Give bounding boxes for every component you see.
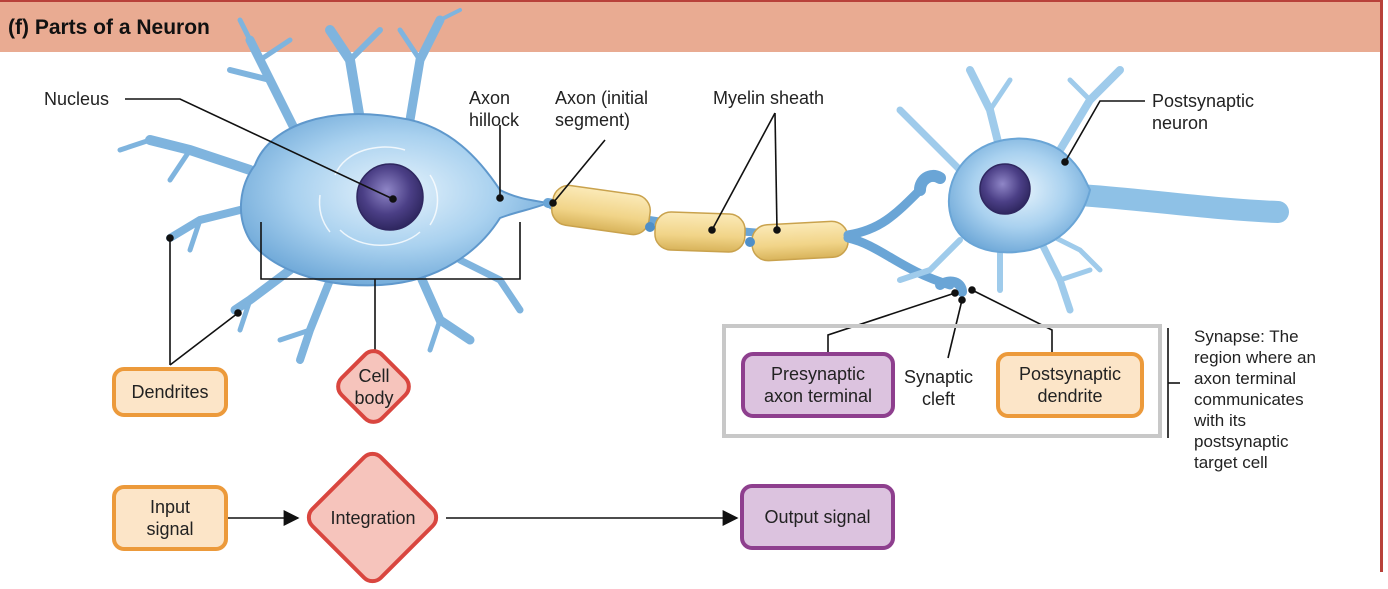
- postsynaptic-dendrites: [896, 66, 1124, 314]
- synapse-definition-note: Synapse: The region where an axon termin…: [1194, 327, 1316, 472]
- cell-body-label: Cell body: [354, 366, 394, 408]
- leader-lines: [125, 98, 1180, 438]
- postsynaptic-nucleus: [979, 163, 1031, 215]
- axon-initial-segment-label: Axon (initial segment): [555, 88, 649, 130]
- output-signal-box: Output signal: [740, 484, 895, 550]
- figure-title: (f) Parts of a Neuron: [8, 16, 210, 39]
- dendrites-box: Dendrites: [112, 367, 228, 417]
- presynaptic-axon-terminal-box: Presynaptic axon terminal: [741, 352, 895, 418]
- postsynaptic-neuron-label: Postsynaptic neuron: [1152, 91, 1255, 133]
- axon-terminals: [843, 169, 967, 297]
- right-frame-rule: [1380, 52, 1383, 572]
- postsynaptic-dendrite-box: Postsynaptic dendrite: [996, 352, 1144, 418]
- axon-hillock-label: Axon hillock: [469, 88, 520, 130]
- synaptic-cleft-label: Synaptic cleft: [904, 367, 974, 409]
- synapse-frame: [722, 324, 1162, 438]
- nucleus-label: Nucleus: [44, 89, 110, 109]
- title-band: (f) Parts of a Neuron: [0, 0, 1383, 52]
- organelle-swirls: [318, 146, 439, 246]
- myelin-sheath-label: Myelin sheath: [713, 88, 825, 108]
- input-signal-box: Input signal: [112, 485, 228, 551]
- myelin-sheath-segments: [551, 184, 849, 262]
- integration-label: Integration: [330, 508, 416, 528]
- presynaptic-dendrites: [117, 8, 524, 364]
- postsynaptic-axon: [1069, 184, 1289, 223]
